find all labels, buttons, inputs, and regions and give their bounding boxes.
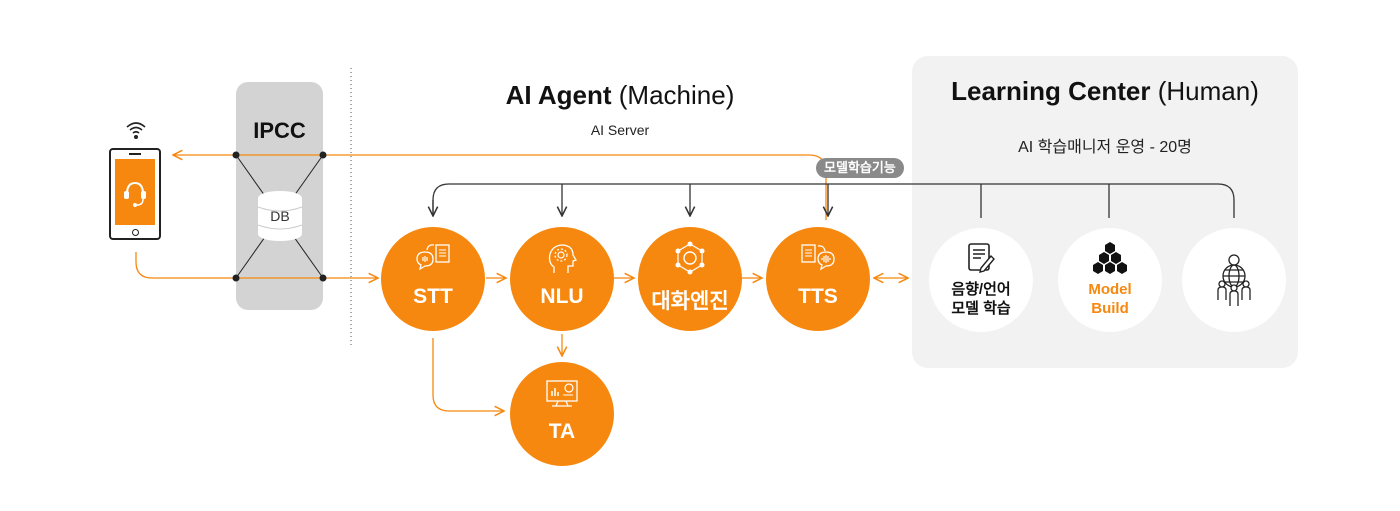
node-nlu[interactable]: NLU bbox=[510, 227, 614, 331]
ai-agent-title-bold: AI Agent bbox=[505, 80, 612, 110]
db-label: DB bbox=[270, 208, 290, 224]
head-gear-icon bbox=[548, 244, 577, 273]
node-ai-managers[interactable] bbox=[1182, 228, 1286, 332]
text-to-speech-icon bbox=[801, 244, 835, 271]
node-stt[interactable]: STT bbox=[381, 227, 485, 331]
node-tts-label: TTS bbox=[798, 285, 838, 308]
ipcc-title: IPCC bbox=[253, 118, 306, 143]
phone-screen bbox=[115, 159, 155, 225]
node-acoustic-label: 음향/언어 모델 학습 bbox=[929, 280, 1033, 318]
node-tts[interactable]: TTS bbox=[766, 227, 870, 331]
label-line1: Model bbox=[1088, 281, 1132, 298]
label-line2: 모델 학습 bbox=[951, 300, 1011, 317]
label-line2: Build bbox=[1091, 300, 1129, 317]
model-training-badge: 모델학습기능 bbox=[816, 158, 904, 178]
monitor-analytics-icon bbox=[546, 380, 578, 407]
ipcc-node-dot bbox=[319, 151, 327, 159]
hexagon-cluster-icon bbox=[1093, 242, 1127, 274]
node-acoustic-language-training[interactable]: 음향/언어 모델 학습 bbox=[929, 228, 1033, 332]
node-dialog-engine-label: 대화엔진 bbox=[651, 290, 729, 313]
wifi-icon bbox=[124, 118, 148, 142]
ipcc-node-dot bbox=[232, 151, 240, 159]
node-nlu-label: NLU bbox=[540, 285, 584, 308]
node-model-build[interactable]: Model Build bbox=[1058, 228, 1162, 332]
network-chat-icon bbox=[675, 241, 705, 275]
inbound-line bbox=[135, 252, 378, 278]
database-icon: DB bbox=[256, 190, 304, 242]
node-ta[interactable]: TA bbox=[510, 362, 614, 466]
speech-to-text-icon bbox=[416, 244, 450, 271]
ai-agent-subtitle: AI Server bbox=[590, 122, 650, 138]
phone-speaker bbox=[129, 153, 141, 155]
learning-center-title-rest: (Human) bbox=[1150, 76, 1259, 106]
ai-agent-title-rest: (Machine) bbox=[611, 80, 735, 110]
ipcc-node-dot bbox=[319, 274, 327, 282]
smartphone bbox=[109, 148, 161, 240]
learning-center-title-bold: Learning Center bbox=[951, 76, 1151, 106]
node-model-build-label: Model Build bbox=[1058, 280, 1162, 318]
node-stt-label: STT bbox=[413, 285, 453, 308]
feedback-bus bbox=[432, 183, 1235, 218]
ai-agent-title: AI Agent (Machine) bbox=[440, 80, 800, 111]
document-edit-icon bbox=[968, 243, 995, 273]
node-ta-label: TA bbox=[548, 420, 576, 443]
node-dialog-engine[interactable]: 대화엔진 bbox=[638, 227, 742, 331]
arrow-stt-ta bbox=[432, 338, 504, 411]
global-team-icon bbox=[1217, 254, 1251, 306]
label-line1: 음향/언어 bbox=[951, 281, 1011, 298]
headset-icon bbox=[124, 181, 146, 207]
phone-home-button bbox=[132, 229, 139, 236]
learning-center-title: Learning Center (Human) bbox=[912, 76, 1298, 107]
learning-center-subtitle: AI 학습매니저 운영 - 20명 bbox=[1018, 139, 1192, 156]
ipcc-node-dot bbox=[232, 274, 240, 282]
